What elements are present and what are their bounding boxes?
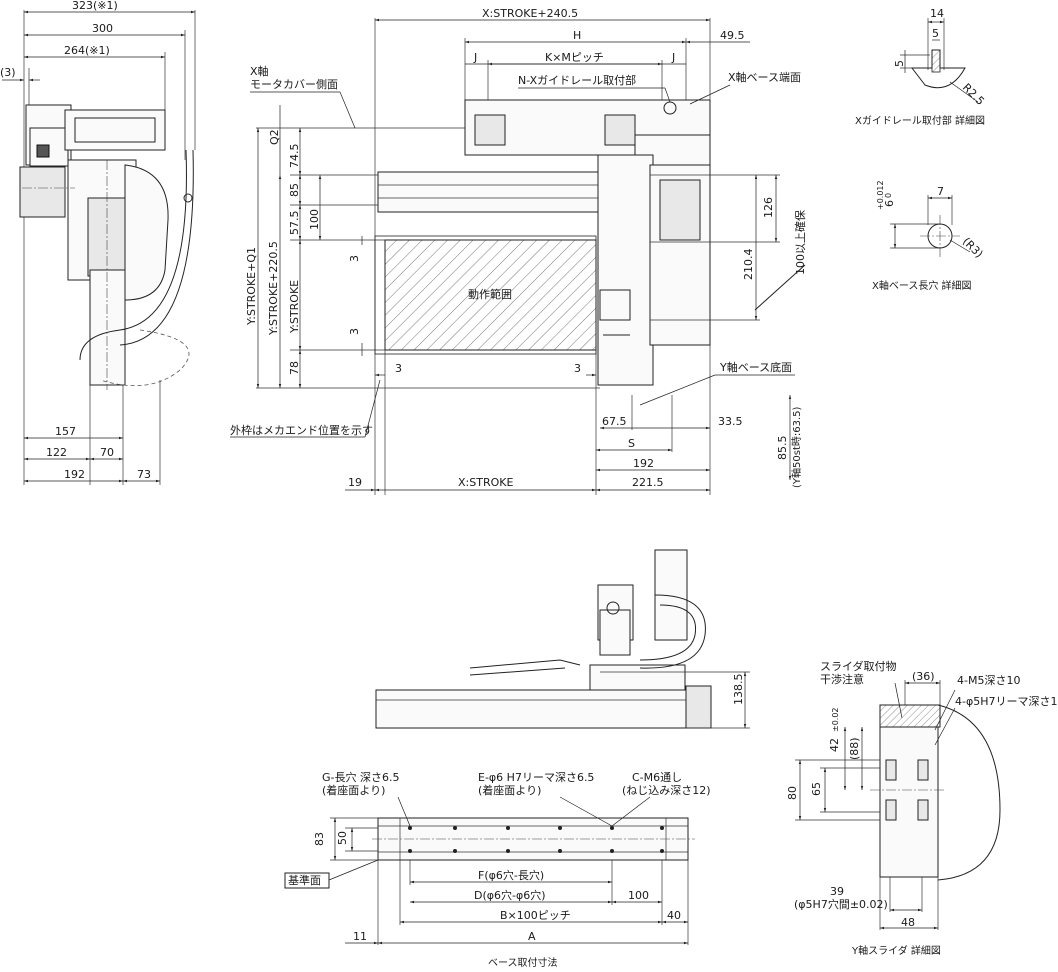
dim-65: 65 <box>810 782 823 796</box>
dim-39-note: (φ5H7穴間±0.02) <box>794 897 888 911</box>
label-ybase-bottom: Y軸ベース底面 <box>719 360 792 374</box>
dim-78: 78 <box>288 361 301 375</box>
label-xbase-end: X軸ベース端面 <box>728 70 801 84</box>
xbase-slot-detail <box>890 195 971 257</box>
dim-221-5: 221.5 <box>632 476 664 489</box>
dim-40: 40 <box>667 909 681 922</box>
dim-S: S <box>628 437 635 450</box>
label-e-hole2: (着座面より) <box>478 783 541 797</box>
dim-57-5: 57.5 <box>288 211 301 236</box>
dim-80: 80 <box>786 786 799 800</box>
label-c-m6: C-M6通し <box>632 771 682 784</box>
dim-70: 70 <box>100 446 114 459</box>
dim-85-5-note: (Y軸50st時:63.5) <box>790 407 803 488</box>
label-x-axis: X軸 <box>250 64 269 78</box>
dim-7: 7 <box>937 185 944 198</box>
dim-ystroke-2205: Y:STROKE+220.5 <box>267 241 280 336</box>
label-g-slot2: (着座面より) <box>322 783 385 797</box>
dim-5-side: 5 <box>893 60 906 67</box>
dim-42: 42 <box>828 738 841 752</box>
dim-42-tol: ±0.02 <box>831 707 840 732</box>
label-y-slider-detail: Y軸スライダ 詳細図 <box>851 944 941 957</box>
front-view <box>375 549 750 729</box>
dim-138-5: 138.5 <box>732 674 745 706</box>
base-mounting <box>284 796 695 945</box>
dim-3-right: 3 <box>574 362 581 375</box>
dim-F: F(φ6穴-長穴) <box>478 868 544 882</box>
label-motion-range: 動作範囲 <box>468 287 512 301</box>
dim-100-v: 100 <box>308 209 321 230</box>
label-ref-face: 基準面 <box>288 873 321 887</box>
dim-74-5: 74.5 <box>288 144 301 169</box>
dim-19: 19 <box>348 476 362 489</box>
dim-11: 11 <box>353 930 367 943</box>
dim-3-paren: (3) <box>0 66 16 79</box>
dim-85-5: 85.5 <box>776 436 789 461</box>
dim-67-5: 67.5 <box>602 415 627 428</box>
dim-88: (88) <box>848 737 861 760</box>
dim-Q2: Q2 <box>268 129 281 145</box>
label-base-mount: ベース取付寸法 <box>488 956 558 969</box>
dim-xstroke-2405: X:STROKE+240.5 <box>482 7 578 20</box>
dim-210-4: 210.4 <box>742 249 755 281</box>
dim-B100: B×100ピッチ <box>500 909 571 922</box>
label-clear-100: 100以上確保 <box>793 210 807 275</box>
dim-3-top: 3 <box>348 255 361 262</box>
dim-ystroke-q1: Y:STROKE+Q1 <box>245 247 258 326</box>
dim-5-top: 5 <box>932 27 939 40</box>
label-motor-cover: モータカバー側面 <box>250 78 338 91</box>
dim-300: 300 <box>92 22 113 35</box>
label-slider-mount: スライダ取付物 <box>820 659 897 673</box>
dim-264: 264(※1) <box>64 44 110 57</box>
dim-14: 14 <box>930 7 944 20</box>
dim-157: 157 <box>55 425 76 438</box>
dim-100-h: 100 <box>628 889 649 902</box>
label-outer-frame: 外枠はメカエンド位置を示す <box>230 423 373 437</box>
dim-48: 48 <box>901 916 915 929</box>
dim-36: (36) <box>912 670 935 683</box>
dim-KxM: K×Mピッチ <box>545 51 604 64</box>
dim-50: 50 <box>336 831 349 845</box>
dim-126: 126 <box>762 197 775 218</box>
top-view <box>230 18 806 495</box>
dim-122: 122 <box>46 446 67 459</box>
dim-R3: (R3) <box>960 235 986 261</box>
xguide-detail <box>900 18 979 103</box>
dim-192-top: 192 <box>633 457 654 470</box>
dim-ystroke: Y:STROKE <box>288 280 301 334</box>
dim-39: 39 <box>830 885 844 898</box>
dim-83: 83 <box>313 832 326 846</box>
dim-33-5: 33.5 <box>718 415 743 428</box>
label-e-hole: E-φ6 H7リーマ深さ6.5 <box>478 771 594 784</box>
dim-A: A <box>528 930 536 943</box>
dim-192-side: 192 <box>64 468 85 481</box>
dim-H: H <box>573 29 581 42</box>
label-c-m6b: (ねじ込み深さ12) <box>622 784 711 797</box>
dim-73: 73 <box>137 468 151 481</box>
dim-49-5: 49.5 <box>720 29 745 42</box>
side-view <box>2 10 196 485</box>
label-h7: 4-φ5H7リーマ深さ10 <box>955 695 1058 708</box>
dim-J-right: J <box>671 51 675 64</box>
dim-6: 6 <box>883 200 896 207</box>
dim-R2-5: R2.5 <box>960 81 987 108</box>
label-slider-mount2: 干渉注意 <box>820 672 864 686</box>
dim-J-left: J <box>473 51 477 64</box>
dim-85: 85 <box>288 183 301 197</box>
dim-3-left: 3 <box>395 362 402 375</box>
label-g-slot: G-長穴 深さ6.5 <box>322 770 399 784</box>
label-xguide-detail: Xガイドレール取付部 詳細図 <box>855 114 985 127</box>
label-xbase-slot-detail: X軸ベース長穴 詳細図 <box>872 279 972 292</box>
dim-323: 323(※1) <box>72 0 118 12</box>
y-slider-detail <box>795 680 1001 930</box>
label-nx-guide: N-Xガイドレール取付部 <box>518 73 636 87</box>
label-m5: 4-M5深さ10 <box>957 674 1020 687</box>
dim-D: D(φ6穴-φ6穴) <box>474 888 546 902</box>
dim-xstroke: X:STROKE <box>458 476 513 489</box>
dim-6-tol: +0.012 <box>876 180 885 210</box>
dim-3-bottom: 3 <box>348 328 361 335</box>
dim-6-tol0: 0 <box>884 193 893 198</box>
